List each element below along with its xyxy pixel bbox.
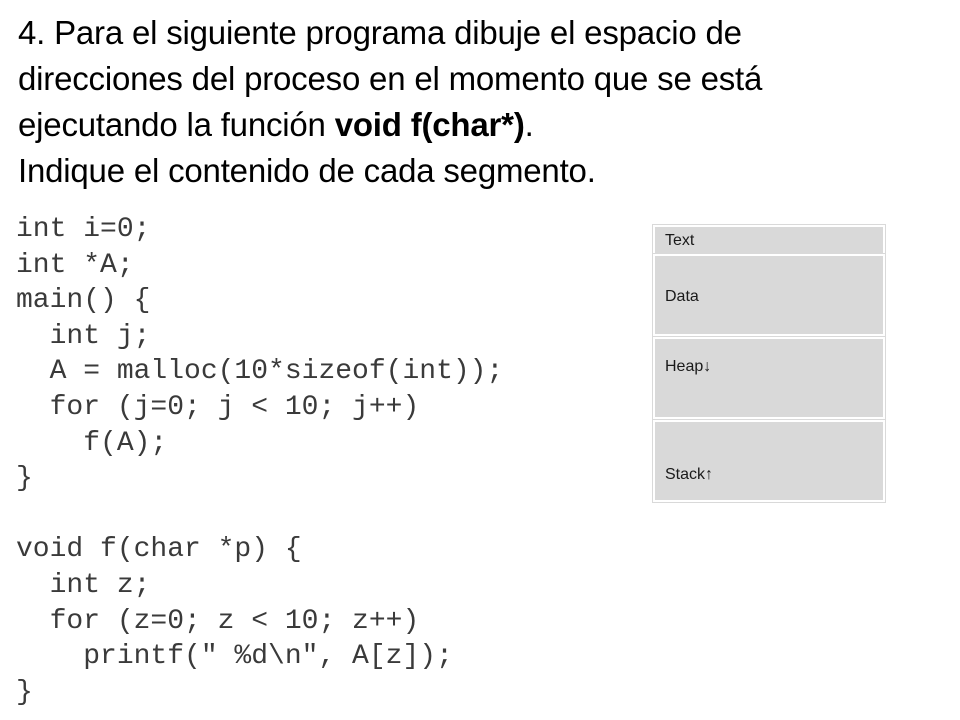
- heap-segment-label: Heap↓: [665, 358, 712, 375]
- code-line: A = malloc(10*sizeof(int));: [16, 356, 504, 388]
- stack-segment-label: Stack↑: [665, 466, 714, 483]
- question-line-3-suffix: .: [524, 106, 534, 143]
- address-space-diagram: Text Data Heap↓ Stack↑: [652, 224, 889, 504]
- question-line-1: 4. Para el siguiente programa dibuje el …: [18, 14, 742, 51]
- question-line-2: direcciones del proceso en el momento qu…: [18, 60, 763, 97]
- question-line-3: ejecutando la función void f(char*).: [18, 102, 948, 148]
- code-line: int j;: [16, 320, 151, 352]
- code-line: printf(" %d\n", A[z]);: [16, 641, 453, 673]
- code-line: main() {: [16, 285, 151, 317]
- question-text: 4. Para el siguiente programa dibuje el …: [18, 10, 948, 194]
- stack-segment: Stack↑: [652, 419, 886, 503]
- code-line: int i=0;: [16, 214, 151, 245]
- code-listing: int i=0; int *A; main() { int j; A = mallo…: [16, 212, 503, 710]
- question-line-3-prefix: ejecutando la función: [18, 106, 335, 143]
- code-line: for (j=0; j < 10; j++): [16, 391, 420, 423]
- code-line: int z;: [16, 569, 151, 601]
- code-line: void f(char *p) {: [16, 534, 302, 566]
- data-segment: Data: [652, 253, 886, 337]
- code-line: }: [16, 463, 33, 495]
- code-line: for (z=0; z < 10; z++): [16, 605, 420, 637]
- function-signature: void f(char*): [334, 106, 525, 143]
- text-segment: Text: [652, 224, 886, 256]
- code-line: [16, 497, 503, 533]
- text-segment-label: Text: [665, 232, 695, 249]
- code-line: }: [16, 676, 33, 708]
- code-line: int *A;: [16, 249, 134, 281]
- question-line-4: Indique el contenido de cada segmento.: [18, 152, 596, 189]
- code-line: f(A);: [16, 427, 168, 459]
- data-segment-label: Data: [665, 288, 699, 305]
- heap-segment: Heap↓: [652, 336, 886, 420]
